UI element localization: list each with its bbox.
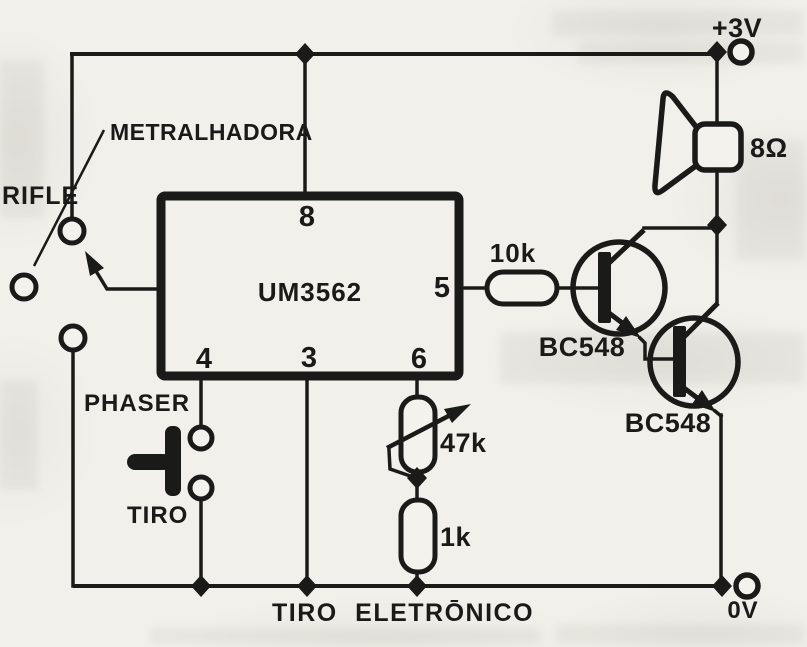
- sound-selector-switch: [9, 129, 159, 353]
- q1-collector-lead: [607, 228, 646, 265]
- label-resistor-10k: 10k: [490, 238, 536, 268]
- label-pin-5: 5: [434, 272, 450, 304]
- label-resistor-1k: 1k: [440, 522, 472, 552]
- q1-base-bar: [598, 252, 611, 323]
- button-stem-icon: [127, 454, 171, 470]
- trimmer-47k-body: [398, 394, 438, 475]
- q2-base-bar: [673, 326, 686, 397]
- transistor-q2: [647, 301, 741, 419]
- trimmer-47k: [385, 394, 471, 481]
- q1-emitter-arrow-icon: [616, 316, 641, 338]
- junction-ground: [712, 575, 732, 597]
- q1-circle: [570, 239, 668, 337]
- speaker-cone-icon: [652, 90, 700, 196]
- phaser-contact: [58, 323, 88, 353]
- label-phaser: PHASER: [84, 390, 190, 417]
- label-pin-3: 3: [301, 342, 317, 374]
- junction-button: [191, 575, 211, 597]
- metralhadora-leader-line: [32, 129, 106, 267]
- transistor-q1: [570, 228, 676, 361]
- metralhadora-contact: [9, 272, 39, 302]
- label-pin-8: 8: [299, 201, 315, 233]
- button-contact-bottom: [187, 474, 215, 502]
- label-metralhadora: METRALHADORA: [110, 119, 313, 145]
- label-ic-name: UM3562: [258, 277, 362, 307]
- junction-pin3: [297, 575, 317, 597]
- junction-trimmer: [407, 467, 427, 489]
- rifle-contact: [57, 216, 87, 246]
- label-trimmer-47k: 47k: [440, 428, 487, 458]
- label-q1-part: BC548: [539, 332, 626, 362]
- ic-um3562-body: [156, 191, 464, 381]
- q2-circle: [647, 315, 741, 409]
- tiro-pushbutton: [127, 424, 215, 502]
- label-speaker-impedance: 8Ω: [750, 133, 788, 163]
- junction-1k: [407, 575, 427, 597]
- switch-wiper-wire: [93, 268, 159, 291]
- resistor-1k-body: [398, 497, 438, 575]
- speaker-coil-box: [692, 121, 744, 173]
- q1-to-q2-wire: [637, 335, 676, 361]
- q2-collector-lead: [682, 301, 720, 339]
- label-rifle: RIFLE: [2, 182, 79, 210]
- supply-terminal: [727, 38, 755, 66]
- junction-q1-collector: [707, 214, 727, 236]
- ground-terminal: [733, 572, 761, 600]
- paper-bleed-artifacts: [0, 10, 804, 644]
- junction-dots: [191, 41, 732, 597]
- label-q2-part: BC548: [625, 408, 712, 438]
- button-contact-top: [187, 424, 215, 452]
- button-plunger-icon: [165, 426, 181, 496]
- label-ground-voltage: 0V: [727, 597, 758, 624]
- circuit-caption: TIRO ELETRŌNICO: [272, 599, 534, 627]
- q2-emitter-arrow-icon: [692, 390, 716, 412]
- label-pin-4: 4: [196, 343, 212, 375]
- junction-supply: [707, 41, 727, 63]
- q2-emitter-exit-wire: [712, 408, 724, 419]
- trimmer-wiper-return-wire: [387, 448, 419, 481]
- junction-pin8: [295, 43, 315, 65]
- label-tiro: TIRO: [127, 502, 188, 529]
- speaker: [652, 90, 744, 196]
- label-supply-voltage: +3V: [712, 13, 762, 43]
- trimmer-arrow-icon: [444, 404, 471, 423]
- resistor-10k-body: [484, 269, 560, 307]
- switch-wiper-arrow-icon: [85, 251, 104, 276]
- label-pin-6: 6: [411, 343, 427, 375]
